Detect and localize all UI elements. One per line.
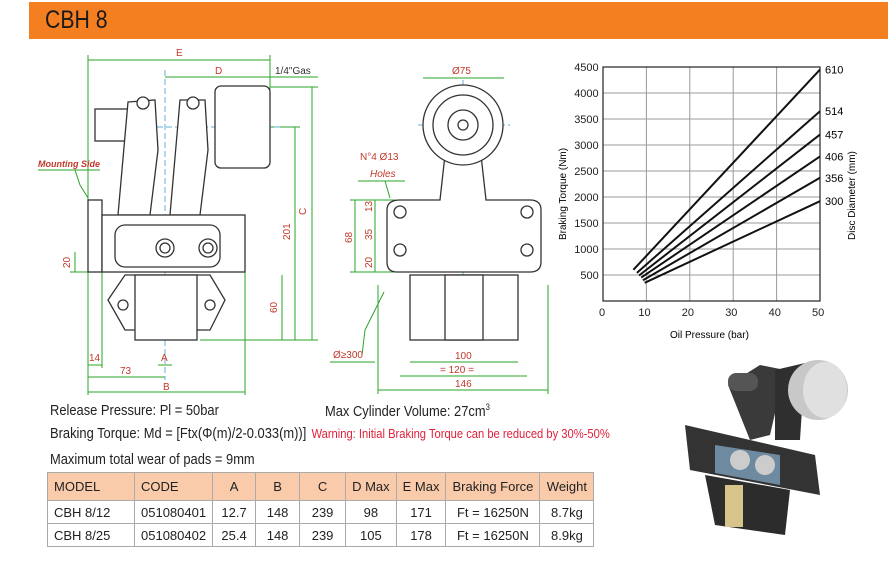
dim-b: B — [163, 382, 170, 393]
y2-axis-label: Disc Diameter (mm) — [847, 151, 858, 240]
series-line-300 — [644, 200, 821, 284]
cylinder-volume-text: Max Cylinder Volume: 27cm — [325, 403, 486, 420]
column-header: CODE — [133, 472, 214, 501]
table-cell: 178 — [395, 523, 447, 547]
table-cell: 148 — [255, 523, 301, 547]
column-header: MODEL — [47, 472, 135, 501]
product-photo — [685, 360, 848, 535]
series-line-514 — [636, 110, 821, 274]
dim-146: 146 — [455, 379, 472, 390]
warning-text: Warning: Initial Braking Torque can be r… — [311, 426, 610, 441]
column-header: A — [212, 472, 257, 501]
column-header: Braking Force — [445, 472, 541, 501]
dim-diameter-75: Ø75 — [452, 66, 471, 77]
table-cell: 12.7 — [212, 500, 257, 524]
y-tick-label: 1500 — [574, 218, 598, 230]
column-header: E Max — [395, 472, 447, 501]
table-cell: 051080401 — [133, 500, 214, 524]
gas-port-label: 1/4"Gas — [275, 66, 311, 77]
dim-100: 100 — [455, 351, 472, 362]
pad-wear: Maximum total wear of pads = 9mm — [50, 451, 255, 468]
series-label: 610 — [825, 65, 843, 77]
cylinder-volume: Max Cylinder Volume: 27cm3 — [325, 402, 490, 420]
table-cell: 148 — [255, 500, 301, 524]
dim-20: 20 — [62, 256, 73, 268]
table-cell: 8.9kg — [539, 523, 595, 547]
series-line-356 — [642, 176, 821, 282]
braking-torque-formula: Braking Torque: Md = [Ftx(Φ(m)/2-0.033(m… — [50, 425, 610, 442]
table-cell: 98 — [345, 500, 397, 524]
column-header: B — [255, 472, 301, 501]
dim-d: D — [215, 66, 222, 77]
x-tick-label: 50 — [812, 307, 824, 319]
y-tick-label: 2000 — [574, 192, 598, 204]
series-line-406 — [640, 155, 821, 279]
mounting-side-label: Mounting Side — [38, 159, 100, 169]
dim-e: E — [176, 48, 183, 59]
x-axis-label: Oil Pressure (bar) — [670, 330, 749, 341]
dim-c: C — [298, 208, 309, 215]
series-line-610 — [632, 68, 821, 271]
series-line-457 — [638, 133, 821, 277]
series-label: 514 — [825, 106, 843, 118]
table-cell: 051080402 — [133, 523, 214, 547]
series-label: 406 — [825, 151, 843, 163]
table-cell: Ft = 16250N — [445, 523, 541, 547]
y-tick-label: 4500 — [574, 62, 598, 74]
y-tick-label: 3500 — [574, 114, 598, 126]
holes-count-label: N°4 Ø13 — [360, 152, 399, 163]
y-tick-label: 1000 — [574, 244, 598, 256]
x-tick-label: 20 — [682, 307, 694, 319]
table-cell: 105 — [345, 523, 397, 547]
dim-68: 68 — [344, 231, 355, 243]
table-cell: 8.7kg — [539, 500, 595, 524]
dim-73: 73 — [120, 366, 132, 377]
disc-min-diameter: Ø≥300 — [333, 350, 363, 361]
y-tick-label: 2500 — [574, 166, 598, 178]
table-cell: 239 — [299, 523, 347, 547]
table-cell: 25.4 — [212, 523, 257, 547]
braking-torque-chart: 0 10 20 30 40 50 500 1000 1500 2000 2500 3000 3500 40… — [558, 62, 858, 341]
dim-20-front: 20 — [364, 256, 375, 268]
y-tick-label: 3000 — [574, 140, 598, 152]
page-title: CBH 8 — [45, 6, 108, 34]
title-banner: CBH 8 — [29, 2, 888, 39]
front-view-drawing: Ø75 N°4 Ø13 Holes 68 13 35 20 Ø≥300 100 … — [330, 66, 549, 394]
side-view-drawing: E D 1/4"Gas Mounting Side C 201 60 20 14… — [38, 48, 318, 395]
braking-torque-text: Braking Torque: Md = [Ftx(Φ(m)/2-0.033(m… — [50, 425, 307, 442]
table-cell: CBH 8/12 — [47, 500, 135, 524]
dim-14: 14 — [89, 353, 101, 364]
series-label: 457 — [825, 130, 843, 142]
series-label: 356 — [825, 173, 843, 185]
column-header: Weight — [539, 472, 595, 501]
x-tick-label: 0 — [599, 307, 605, 319]
dim-13: 13 — [364, 200, 375, 212]
table-cell: 171 — [395, 500, 447, 524]
x-tick-label: 10 — [638, 307, 650, 319]
y-tick-label: 4000 — [574, 88, 598, 100]
release-pressure: Release Pressure: Pl = 50bar — [50, 402, 219, 419]
x-tick-label: 30 — [725, 307, 737, 319]
dim-120: = 120 = — [440, 365, 474, 376]
table-cell: CBH 8/25 — [47, 523, 135, 547]
plot-frame — [602, 66, 821, 302]
column-header: D Max — [345, 472, 397, 501]
dim-35: 35 — [364, 228, 375, 240]
table-cell: Ft = 16250N — [445, 500, 541, 524]
y-tick-label: 500 — [580, 270, 598, 282]
series-label: 300 — [825, 196, 843, 208]
dim-201: 201 — [282, 223, 293, 240]
x-tick-label: 40 — [769, 307, 781, 319]
holes-label: Holes — [370, 169, 396, 180]
dim-a: A — [161, 353, 168, 364]
table-cell: 239 — [299, 500, 347, 524]
cylinder-volume-unit-exp: 3 — [485, 402, 490, 412]
column-header: C — [299, 472, 347, 501]
dim-60: 60 — [269, 301, 280, 313]
y-axis-label: Braking Torque (Nm) — [558, 148, 569, 240]
